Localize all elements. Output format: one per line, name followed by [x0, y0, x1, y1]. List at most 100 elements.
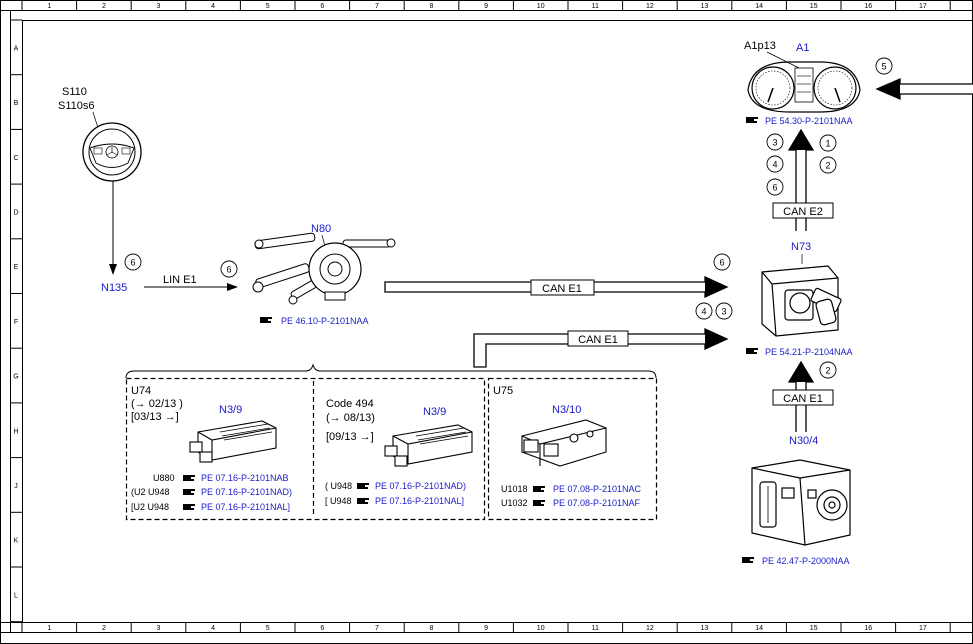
column-label: 11: [592, 625, 599, 632]
steering-column-module-n80: [252, 232, 396, 305]
a1-input-arrow: [875, 78, 973, 100]
n30-4-ref-link[interactable]: PE 42.47-P-2000NAA: [762, 556, 850, 566]
signal-badge: [819, 361, 837, 379]
column-label: 6: [320, 3, 324, 10]
n80-ref-link[interactable]: PE 46.10-P-2101NAA: [281, 316, 369, 326]
row-label: K: [14, 538, 19, 545]
a1-ref-icon: [746, 117, 758, 123]
column-label: 10: [537, 3, 545, 10]
column-label: 3: [157, 3, 161, 10]
s110-label: S110: [62, 86, 87, 98]
row-label: H: [13, 428, 18, 435]
code494-ref-1[interactable]: PE 07.16-P-2101NAD): [375, 481, 466, 491]
can-e1-top-box: [530, 279, 595, 296]
column-label: 9: [484, 625, 488, 632]
u74-prefix-2: (U2 U948: [131, 487, 170, 497]
signal-badge: [713, 253, 731, 271]
code494-prefix-1: ( U948: [325, 481, 352, 491]
column-label: 13: [701, 3, 709, 10]
signal-number: 5: [881, 62, 886, 72]
n80-label: N80: [311, 223, 331, 235]
u75-module-label: N3/10: [552, 404, 581, 416]
column-label: 10: [537, 625, 545, 632]
column-label: 6: [320, 625, 324, 632]
can-e2-box: [772, 202, 834, 219]
a1-label: A1: [796, 42, 809, 54]
column-label: 12: [646, 625, 654, 632]
ref-icon: [357, 483, 369, 489]
a1-left-signals: 3 4 6: [766, 133, 784, 196]
u74-ref-1[interactable]: PE 07.16-P-2101NAB: [201, 473, 289, 483]
u74-frame: [125, 377, 486, 521]
column-label: 13: [701, 625, 709, 632]
row-label: E: [14, 264, 19, 271]
n73-ref-link[interactable]: PE 54.21-P-2104NAA: [765, 347, 853, 357]
can-e2-arrow: [787, 128, 815, 231]
row-label: G: [13, 374, 18, 381]
column-label: 3: [157, 625, 161, 632]
svg-text:6: 6: [226, 265, 231, 275]
n80-ref-icon: [260, 317, 272, 323]
ref-icon: [533, 500, 545, 506]
column-label: 16: [864, 3, 872, 10]
u74-module-label: N3/9: [219, 404, 242, 416]
row-label: F: [14, 319, 18, 326]
svg-text:2: 2: [825, 161, 830, 171]
svg-text:2: 2: [825, 366, 830, 376]
u74-date-1: (→ 02/13 ): [131, 398, 183, 410]
ref-icon: [533, 486, 545, 492]
a1-sub-label: A1p13: [744, 40, 776, 52]
u74-prefix-3: [U2 U948: [131, 502, 169, 512]
ignition-switch-n73: [761, 265, 842, 337]
column-label: 15: [810, 625, 818, 632]
a1-ref-link[interactable]: PE 54.30-P-2101NAA: [765, 116, 853, 126]
column-label: 9: [484, 3, 488, 10]
u74-prefix-1: U880: [153, 473, 175, 483]
row-label: C: [13, 155, 18, 162]
row-label: A: [14, 45, 19, 52]
lin-e1-label: LIN E1: [163, 274, 197, 286]
svg-text:4: 4: [701, 307, 706, 317]
ref-icon: [357, 498, 369, 504]
ecu-n3-9-right: [384, 424, 473, 467]
svg-text:3: 3: [721, 307, 726, 317]
column-label: 7: [375, 3, 379, 10]
u74-ref-3[interactable]: PE 07.16-P-2101NAL]: [201, 502, 290, 512]
column-label: 12: [646, 3, 654, 10]
ref-icon: [183, 475, 195, 481]
esp-unit-n30-4: [751, 459, 851, 546]
ref-icon: [183, 489, 195, 495]
column-label: 7: [375, 625, 379, 632]
column-label: 5: [266, 625, 270, 632]
u75-frame: [487, 377, 658, 521]
u75-prefix-2: U1032: [501, 498, 528, 508]
can-e1-low-label: CAN E1: [783, 393, 823, 405]
code494-date-2: [09/13 →]: [326, 431, 374, 443]
row-label: L: [14, 592, 18, 599]
code494-ref-2[interactable]: PE 07.16-P-2101NAL]: [375, 496, 464, 506]
column-label: 2: [102, 625, 106, 632]
code494-prefix-2: [ U948: [325, 496, 352, 506]
column-label: 14: [755, 625, 763, 632]
svg-text:6: 6: [772, 183, 777, 193]
column-label: 4: [211, 625, 215, 632]
ecu-n3-10: [521, 419, 607, 467]
u75-ref-1[interactable]: PE 07.08-P-2101NAC: [553, 484, 642, 494]
row-label: B: [14, 100, 19, 107]
engine-group-brace: [125, 363, 657, 379]
u74-ref-2[interactable]: PE 07.16-P-2101NAD): [201, 487, 292, 497]
column-label: 4: [211, 3, 215, 10]
can-e2-label: CAN E2: [783, 206, 823, 218]
column-label: 15: [810, 3, 818, 10]
column-label: 16: [864, 625, 872, 632]
n135-label: N135: [101, 282, 127, 294]
ecu-n3-9-left: [189, 420, 277, 463]
can-e1-mid-box: [567, 330, 629, 347]
ref-icon: [183, 504, 195, 510]
row-label: D: [13, 210, 18, 217]
code494-date-1: (→ 08/13): [326, 412, 375, 424]
u75-ref-2[interactable]: PE 07.08-P-2101NAF: [553, 498, 641, 508]
